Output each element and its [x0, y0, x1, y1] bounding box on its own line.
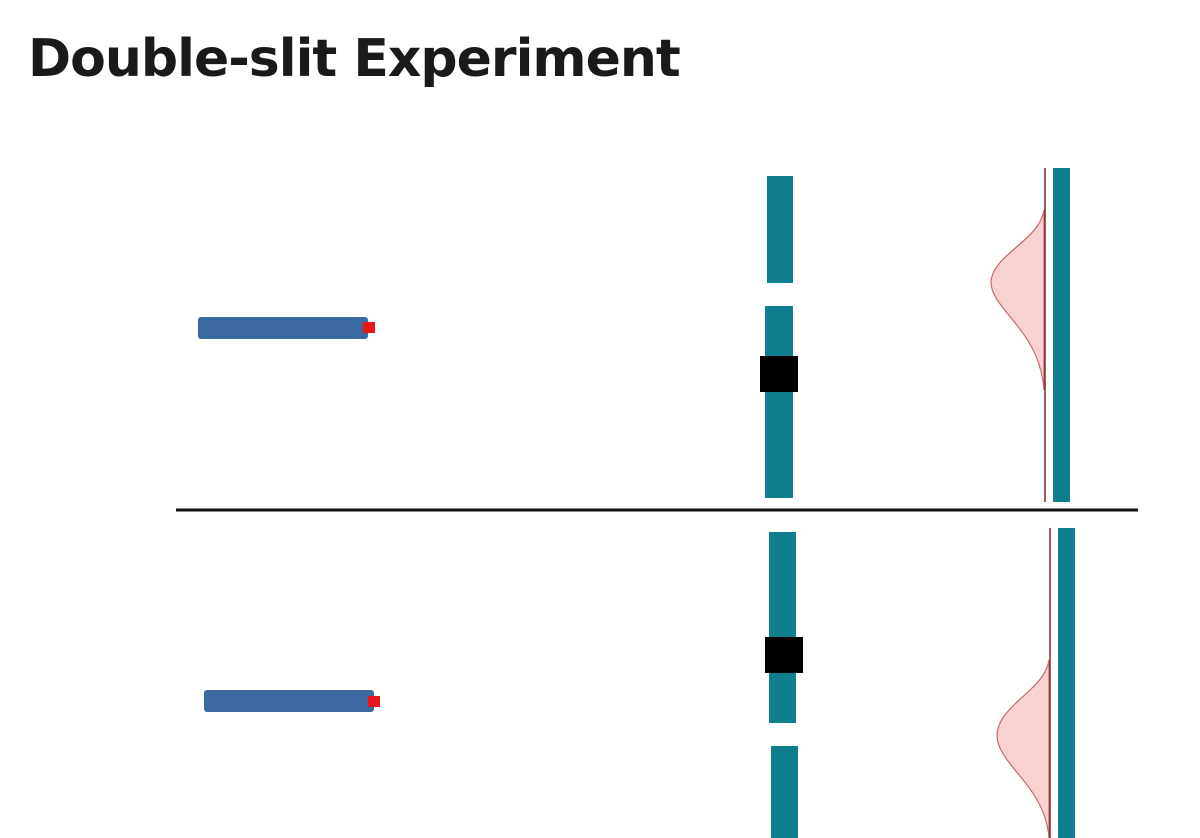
emitter-tip [363, 322, 375, 333]
page-title: Double-slit Experiment [28, 29, 681, 89]
bottom-panel [204, 528, 1075, 838]
barrier-upper-segment [767, 176, 793, 283]
top-panel [198, 168, 1070, 502]
emitter-tip [368, 696, 380, 707]
which-path-detector [760, 356, 798, 392]
barrier-upper-segment [769, 532, 796, 723]
which-path-detector [765, 637, 803, 673]
particle-source [204, 690, 374, 712]
probability-distribution [996, 659, 1050, 838]
barrier-lower-segment [765, 306, 793, 498]
barrier-lower-segment [771, 746, 798, 838]
probability-distribution [990, 209, 1045, 391]
detection-screen [1058, 528, 1075, 838]
detection-screen [1053, 168, 1070, 502]
particle-source [198, 317, 368, 339]
